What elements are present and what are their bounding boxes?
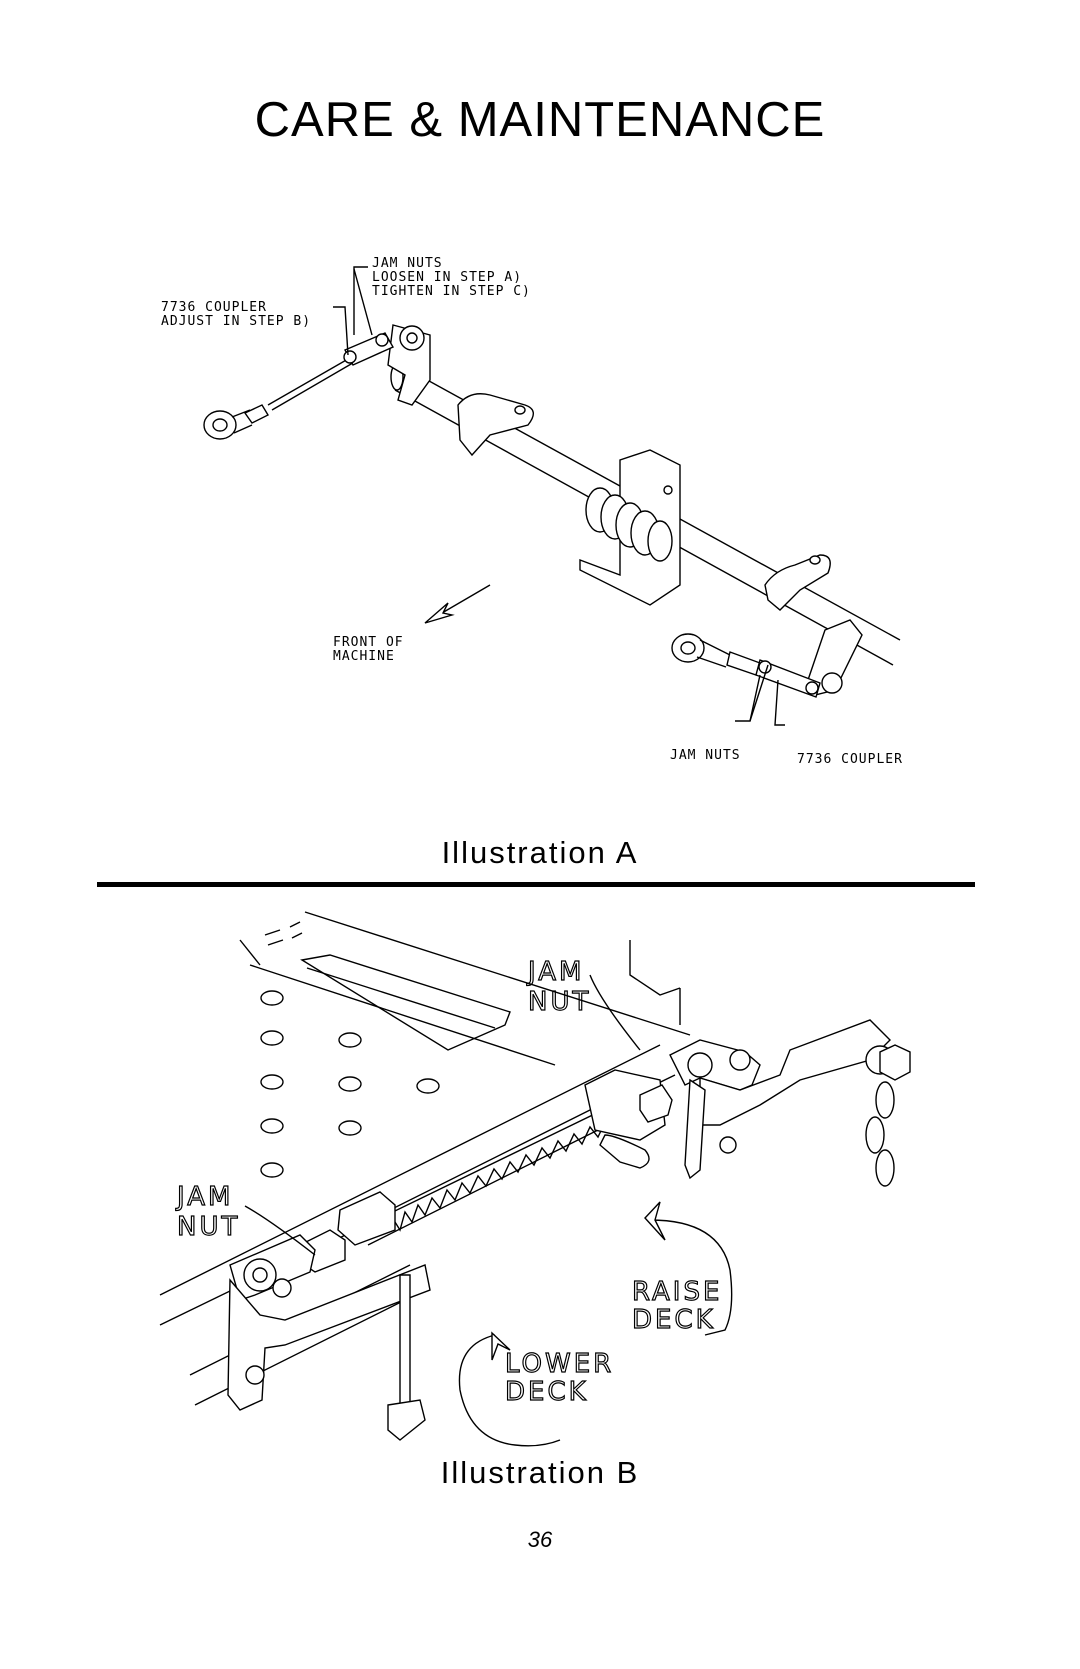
spring-bracket (579, 449, 681, 606)
label-nut-top: NUT (528, 987, 591, 1017)
label-nut-left: NUT (177, 1212, 240, 1242)
spring-rod (359, 1099, 619, 1246)
right-upper-arm (764, 554, 831, 611)
right-linkage (669, 1019, 891, 1180)
label-jam-left: JAM (175, 1182, 233, 1212)
label-lower-deck: DECK (505, 1377, 589, 1407)
upper-frame (629, 940, 681, 1025)
deck-arrows-icon (264, 921, 303, 946)
lower-deck-arrow-icon (458, 1331, 561, 1447)
label-jam-nuts-bottom: JAM NUTS (670, 748, 741, 763)
chain-assembly (865, 1044, 911, 1187)
left-linkage (227, 1191, 431, 1441)
label-front-of: FRONT OF (333, 635, 404, 650)
label-lower: LOWER (505, 1349, 614, 1379)
left-rod-assembly (203, 332, 394, 440)
label-raise-deck: DECK (632, 1305, 716, 1335)
illustration-b-drawing: JAM NUT JAM NUT RAISE DECK LOWER DECK (159, 911, 911, 1447)
label-adjust-step-b: ADJUST IN STEP B) (161, 314, 311, 329)
leader-lines (333, 266, 785, 726)
right-rod-assembly (671, 633, 821, 698)
leader-lines-b (244, 974, 641, 1256)
label-loosen-step-a: LOOSEN IN STEP A) (372, 270, 522, 285)
label-tighten-step-c: TIGHTEN IN STEP C) (372, 284, 531, 299)
illustration-a-drawing: JAM NUTS LOOSEN IN STEP A) TIGHTEN IN ST… (161, 256, 903, 767)
label-machine: MACHINE (333, 649, 395, 664)
illustration-a-caption: Illustration A (441, 835, 639, 870)
label-coupler-top: 7736 COUPLER (161, 300, 267, 315)
front-arrow-icon (424, 584, 491, 624)
raise-deck-arrow-icon (644, 1201, 733, 1336)
adjust-block (584, 1069, 673, 1169)
illustration-b-caption: Illustration B (440, 1455, 640, 1490)
left-arm (387, 324, 431, 406)
middle-arm (457, 393, 534, 457)
page-title: CARE & MAINTENANCE (254, 93, 826, 147)
label-jam-top: JAM (526, 957, 584, 987)
deck-holes (260, 990, 440, 1178)
page-number: 36 (527, 1527, 553, 1552)
label-coupler-bottom: 7736 COUPLER (797, 752, 903, 767)
section-divider (97, 882, 975, 887)
label-raise: RAISE (632, 1277, 722, 1307)
label-jam-nuts-top: JAM NUTS (372, 256, 443, 271)
